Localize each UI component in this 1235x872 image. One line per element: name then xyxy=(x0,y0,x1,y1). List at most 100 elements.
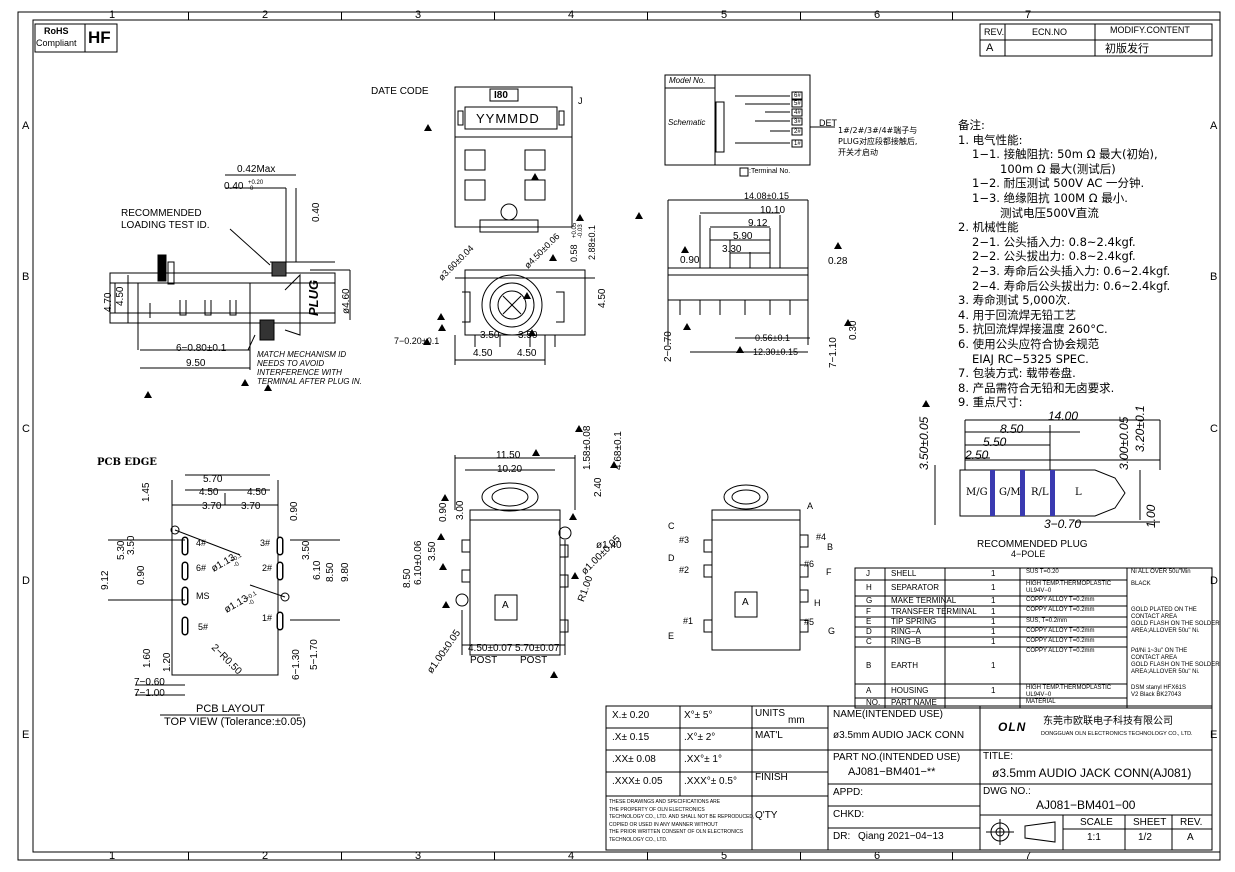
plug-dim-d5: 3.50±0.05 xyxy=(917,416,931,470)
iso-label-8: #4 xyxy=(816,532,827,542)
dim-right-2: 10.10 xyxy=(760,205,786,216)
note-line-10: 2−3. 寿命后公头插入力: 0.6~2.4kgf. xyxy=(972,264,1171,278)
pcb-pin-3: 5# xyxy=(198,622,209,632)
matl-label: MAT'L xyxy=(755,730,783,741)
name-value: ø3.5mm AUDIO JACK CONN xyxy=(833,730,965,741)
bom-qty-7: 1 xyxy=(991,660,996,670)
bom-material-0: SUS T=0.20 xyxy=(1026,569,1059,575)
pcb-dim-d6: 1.45 xyxy=(141,482,152,502)
legal-note: THESE DRAWINGS AND SPECIFICATIONS ARE TH… xyxy=(609,799,755,843)
iso-label-7: E xyxy=(668,631,675,641)
grid-col-top-4: 4 xyxy=(568,9,575,21)
dim-side-6: ø4.60 xyxy=(341,288,352,314)
triangle-marker-icon xyxy=(441,494,449,501)
bom-material-9: MATERIAL xyxy=(1026,699,1056,705)
dim-right-6: 0.90 xyxy=(680,255,700,266)
bom-qty-5: 1 xyxy=(991,627,996,636)
date-code-label: DATE CODE xyxy=(371,86,429,97)
bom-qty-8: 1 xyxy=(991,686,996,695)
tolerance-angular-0: X°± 5° xyxy=(684,710,713,721)
bom-no-2: G xyxy=(866,596,873,605)
pcb-dim-d21: 6−1.30 xyxy=(291,649,302,680)
bottom-a-label: A xyxy=(502,600,509,611)
grid-row-left-B: B xyxy=(22,271,30,283)
plug-dim-d1: 14.00 xyxy=(1048,409,1079,423)
note-line-3: 100m Ω 最大(测试后) xyxy=(1000,161,1116,176)
terminal-no-label: :Terminal No. xyxy=(749,168,791,175)
bom-no-0: J xyxy=(866,569,870,578)
dim-right-10: 12.30±0.15 xyxy=(753,347,798,357)
triangle-marker-icon xyxy=(550,671,558,678)
pcb-pin-6: 1# xyxy=(262,613,273,623)
grid-row-left-D: D xyxy=(22,575,30,587)
grid-col-top-1: 1 xyxy=(109,9,116,21)
pcb-dim-d7: 0.90 xyxy=(289,501,300,521)
grid-row-left-E: E xyxy=(22,729,30,741)
company-logo: OLN xyxy=(998,720,1027,734)
bom-finish-8: DSM stanyl HFX61S V2 Black BK27043 xyxy=(1131,685,1187,698)
dr-label: DR: xyxy=(833,831,851,842)
bom-name-1: SEPARATOR xyxy=(891,583,940,592)
grid-col-top-2: 2 xyxy=(262,9,269,21)
sheet-value: 1/2 xyxy=(1138,832,1152,843)
plug-dim-d8: 1.00 xyxy=(1144,504,1158,528)
title-value: ø3.5mm AUDIO JACK CONN(AJ081) xyxy=(992,766,1192,780)
schematic-pin-5n: 5# xyxy=(794,101,801,107)
appd-label: APPD: xyxy=(833,787,864,798)
plug-segment-2: R/L xyxy=(1031,487,1049,498)
title-label: TITLE: xyxy=(983,751,1014,762)
iso-label-1: B xyxy=(827,542,834,552)
finish-label: FINISH xyxy=(755,772,788,783)
bom-no-4: E xyxy=(866,617,872,626)
note-line-19: 9. 重点尺寸: xyxy=(958,395,1023,410)
tolerance-linear-0: X.± 0.20 xyxy=(612,710,650,721)
dim-side-5: 4.50 xyxy=(115,286,126,306)
pcb-dim-d2: 4.50 xyxy=(199,487,219,498)
plug-sub: 4−POLE xyxy=(1011,549,1046,559)
rev-header: REV. xyxy=(984,27,1005,37)
dim-front-4: 2.88±0.1 xyxy=(587,225,597,260)
note-line-2: 1−1. 接触阻抗: 50m Ω 最大(初始), xyxy=(972,147,1158,162)
pcb-dim-d14: 9.80 xyxy=(340,562,351,582)
dim-side-3: 0.40 xyxy=(311,202,322,222)
pcb-dim-d9: 3.50 xyxy=(126,535,137,555)
dim-front-3: 0.58 xyxy=(569,244,579,262)
bom-finish-0: Ni ALL OVER 50u"Min xyxy=(1131,569,1191,575)
triangle-marker-icon xyxy=(437,533,445,540)
bottom-dim-d5: 2.40 xyxy=(593,477,604,497)
triangle-marker-icon xyxy=(549,254,557,261)
dim-front-7: 3.50 xyxy=(480,330,500,341)
bom-qty-6: 1 xyxy=(991,637,996,646)
iso-label-2: C xyxy=(668,521,675,531)
dim-front-5: 4.50 xyxy=(597,288,608,308)
bom-finish-1: BLACK xyxy=(1131,581,1151,587)
part-value: AJ081−BM401−** xyxy=(848,766,936,778)
triangle-marker-icon xyxy=(681,246,689,253)
note-line-11: 2−4. 寿命后公头拔出力: 0.6~2.4kgf. xyxy=(972,278,1171,293)
note-line-13: 4. 用于回流焊无铅工艺 xyxy=(958,307,1077,322)
plug-label: PLUG xyxy=(306,279,321,316)
det-label: DET xyxy=(819,118,837,128)
note-line-17: 7. 包装方式: 载带卷盘. xyxy=(958,366,1076,381)
grid-col-bottom-1: 1 xyxy=(109,850,116,862)
bom-name-4: TIP SPRING xyxy=(891,617,937,626)
bom-material-4: SUS, T=0.2mm xyxy=(1026,618,1068,624)
bom-no-6: C xyxy=(866,637,872,646)
chkd-label: CHKD: xyxy=(833,809,865,820)
bottom-dim-d3: 1.58±0.08 xyxy=(582,425,593,470)
bom-name-6: RING−B xyxy=(891,637,922,646)
grid-col-bottom-7: 7 xyxy=(1025,850,1032,862)
bom-name-0: SHELL xyxy=(891,569,917,578)
schematic-pin-1n: 1# xyxy=(794,141,801,147)
grid-col-bottom-4: 4 xyxy=(568,850,575,862)
note-line-6: 测试电压500V直流 xyxy=(1000,205,1099,220)
dwg-label: DWG NO.: xyxy=(983,786,1031,797)
dim-right-8: 2−0.70 xyxy=(663,331,674,362)
iso-label-12: #5 xyxy=(804,617,815,627)
pcb-dim-d15: 9.12 xyxy=(100,570,111,590)
dim-side-8: 9.50 xyxy=(186,358,206,369)
note-line-16: EIAJ RC−5325 SPEC. xyxy=(972,351,1089,366)
triangle-marker-icon xyxy=(442,601,450,608)
plug-dim-d3: 5.50 xyxy=(983,435,1007,449)
dim-right-5: 3.30 xyxy=(722,244,742,255)
